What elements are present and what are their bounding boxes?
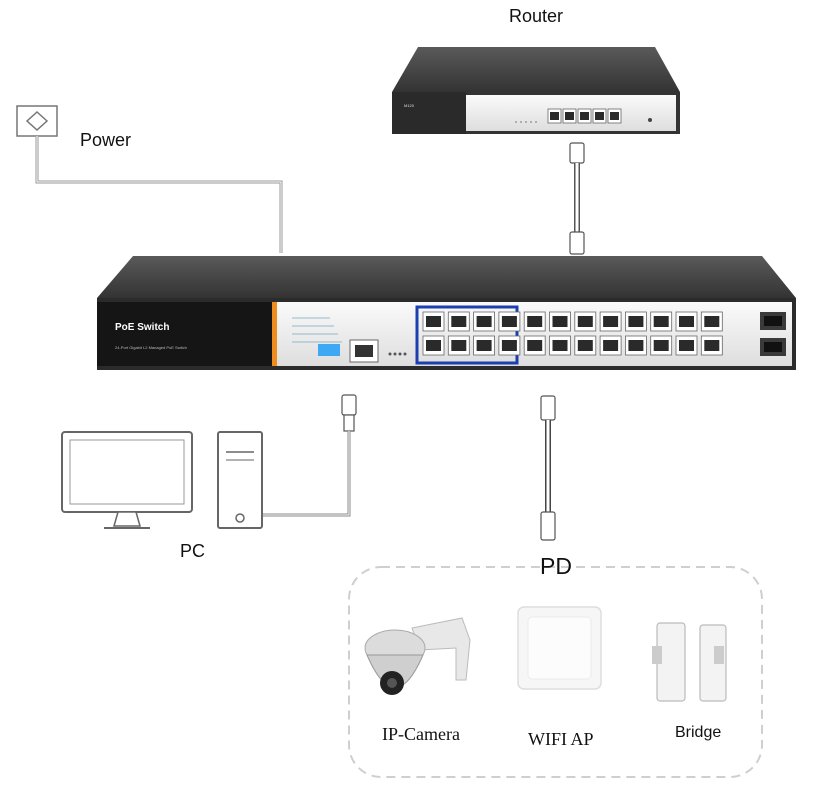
- power-cable: [35, 136, 283, 253]
- switch-orange-stripe: [272, 302, 277, 366]
- switch-title: PoE Switch: [115, 322, 170, 333]
- router-label: Router: [509, 6, 564, 26]
- dip-switch-icon: [292, 317, 342, 356]
- wifi-ap-label: WIFI AP: [528, 729, 594, 749]
- switch-subtitle: 24-Port Gigabit L2 Managed PoE Switch: [115, 345, 187, 350]
- pc-cable: [262, 394, 357, 517]
- highlighted-port-group: [415, 305, 519, 365]
- poe-switch-device: [97, 256, 796, 370]
- switch-led-icon: [388, 352, 407, 356]
- router-device: [392, 47, 680, 134]
- router-lan-ports: [547, 108, 622, 124]
- ip-camera-label: IP-Camera: [382, 724, 460, 744]
- wifi-ap-icon: [517, 606, 602, 690]
- pc-tower-icon: [217, 431, 263, 529]
- pc-label: PC: [180, 541, 206, 561]
- pd-group-box: [348, 566, 763, 778]
- pd-cable: [540, 395, 556, 541]
- bridge-label: Bridge: [675, 724, 722, 741]
- router-brand: M120: [404, 103, 415, 108]
- switch-poe-ports: [422, 311, 723, 356]
- console-port-icon: [349, 339, 379, 363]
- bridge-icon: [652, 622, 727, 702]
- sfp-ports: [760, 312, 786, 356]
- ip-camera-icon: [364, 617, 471, 695]
- power-label: Power: [80, 130, 132, 150]
- router-cable: [569, 142, 585, 255]
- power-outlet-icon: [16, 105, 58, 137]
- pd-label: PD: [540, 553, 572, 579]
- monitor-icon: [61, 431, 193, 529]
